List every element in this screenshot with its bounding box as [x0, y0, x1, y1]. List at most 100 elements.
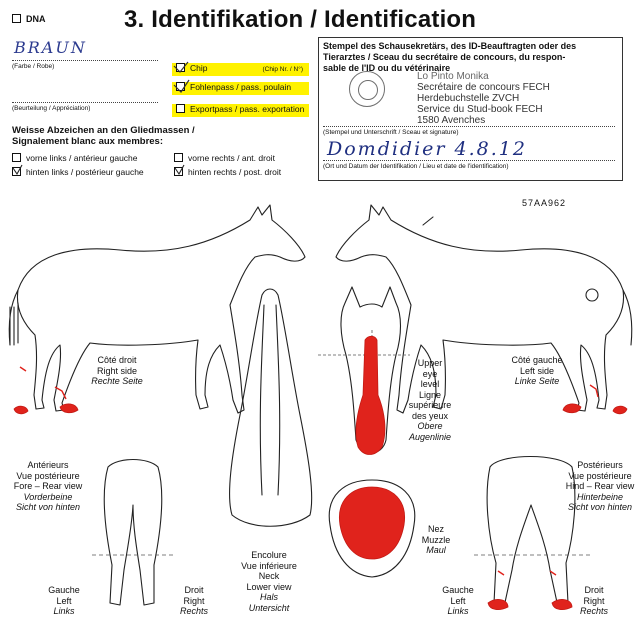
stamp-text: Lo Pinto Monika Secrétaire de concours F… [417, 71, 550, 126]
right-side-label-de: Rechte Seite [82, 376, 152, 387]
eye-level-en-2: eye [405, 369, 455, 380]
hind-left-label: Gauche Left Links [440, 585, 476, 617]
neck-label-en-1: Neck [232, 571, 306, 582]
hind-left-en: Left [440, 596, 476, 607]
front-right-checkbox[interactable] [174, 153, 183, 162]
right-side-label: Côté droit Right side Rechte Seite [82, 355, 152, 387]
export-passport-checkbox[interactable] [176, 104, 185, 113]
export-passport-row[interactable]: Exportpass / pass. exportation [172, 104, 309, 117]
right-side-label-en: Right side [82, 366, 152, 377]
eye-level-fr-1: Ligne [405, 390, 455, 401]
neck-label-de-1: Hals [232, 592, 306, 603]
fore-left-fr: Gauche [46, 585, 82, 596]
hind-view-de-1: Hinterbeine [560, 492, 640, 503]
muzzle-view [329, 480, 415, 577]
stamp-heading-line-2: Tierarztes / Sceau du secrétaire de conc… [323, 52, 576, 63]
eye-level-fr-2: supérieure [405, 400, 455, 411]
hind-left-fr: Gauche [440, 585, 476, 596]
foal-passport-label: Fohlenpass / pass. poulain [190, 82, 291, 92]
place-date-line[interactable] [323, 160, 615, 161]
left-side-label-de: Linke Seite [502, 376, 572, 387]
dna-option[interactable]: DNA [12, 14, 46, 24]
stamp-line-2: Herdebuchstelle ZVCH [417, 93, 550, 104]
hind-view-fr-2: Vue postérieure [560, 471, 640, 482]
fore-right-en: Right [176, 596, 212, 607]
stamp-heading-line-1: Stempel des Schausekretärs, des ID-Beauf… [323, 41, 576, 52]
neck-lower-view [230, 289, 312, 526]
hind-right-de: Rechts [576, 606, 612, 617]
left-side-label-en: Left side [502, 366, 572, 377]
stamp-line-1: Secrétaire de concours FECH [417, 82, 550, 93]
front-left-checkbox[interactable] [12, 153, 21, 162]
left-side-label: Côté gauche Left side Linke Seite [502, 355, 572, 387]
limb-check-marks [11, 164, 186, 178]
hind-left-de: Links [440, 606, 476, 617]
fore-left-en: Left [46, 596, 82, 607]
limb-option-front-left[interactable]: vorne links / antérieur gauche [12, 153, 138, 163]
chip-row[interactable]: Chip (Chip Nr. / N°) [172, 63, 309, 76]
fore-left-de: Links [46, 606, 82, 617]
place-date-caption: (Ort und Datum der Identifikation / Lieu… [323, 163, 509, 170]
color-caption: (Farbe / Robe) [12, 63, 54, 70]
fore-view-label: Antérieurs Vue postérieure Fore – Rear v… [8, 460, 88, 513]
neck-label: Encolure Vue inférieure Neck Lower view … [232, 550, 306, 613]
limb-option-front-right[interactable]: vorne rechts / ant. droit [174, 153, 275, 163]
assessment-field[interactable] [12, 92, 158, 103]
signature-caption: (Stempel und Unterschrift / Sceau et sig… [323, 129, 458, 136]
stamp-box-heading: Stempel des Schausekretärs, des ID-Beauf… [323, 41, 576, 74]
fore-view-fr-1: Antérieurs [8, 460, 88, 471]
eye-level-label: Upper eye level Ligne supérieure des yeu… [405, 358, 455, 442]
muzzle-label-de: Maul [416, 545, 456, 556]
fore-view-en: Fore – Rear view [8, 481, 88, 492]
hind-right-fr: Droit [576, 585, 612, 596]
hind-view-de-2: Sicht von hinten [560, 502, 640, 513]
eye-level-fr-3: des yeux [405, 411, 455, 422]
limb-label: vorne links / antérieur gauche [26, 153, 138, 163]
stamp-line-4: 1580 Avenches [417, 115, 550, 126]
fore-view-de-2: Sicht von hinten [8, 502, 88, 513]
neck-label-en-2: Lower view [232, 582, 306, 593]
neck-label-fr-2: Vue inférieure [232, 561, 306, 572]
signature-line[interactable] [323, 126, 615, 127]
limb-option-hind-right[interactable]: hinten rechts / post. droit [174, 167, 281, 177]
left-side-horse [336, 205, 632, 414]
limb-label: hinten rechts / post. droit [188, 167, 281, 177]
neck-label-fr-1: Encolure [232, 550, 306, 561]
hind-view-en: Hind – Rear view [560, 481, 640, 492]
white-markings-heading: Weisse Abzeichen an den Gliedmassen / Si… [12, 125, 195, 147]
white-markings-heading-line-2: Signalement blanc aux membres: [12, 136, 195, 147]
right-side-label-fr: Côté droit [82, 355, 152, 366]
left-side-label-fr: Côté gauche [502, 355, 572, 366]
forelegs-rear-view [92, 460, 175, 606]
head-front-view [318, 287, 410, 455]
round-stamp-seal [349, 71, 385, 107]
hind-right-en: Right [576, 596, 612, 607]
muzzle-label-fr: Nez [416, 524, 456, 535]
fore-right-label: Droit Right Rechts [176, 585, 212, 617]
chip-label: Chip [190, 63, 207, 73]
dna-checkbox[interactable] [12, 14, 21, 23]
eye-level-de-2: Augenlinie [405, 432, 455, 443]
export-passport-label: Exportpass / pass. exportation [190, 104, 304, 114]
eye-level-en-1: Upper [405, 358, 455, 369]
horse-markings-diagram [0, 195, 641, 617]
stamp-line-3: Service du Stud-book FECH [417, 104, 550, 115]
dna-label: DNA [26, 14, 46, 24]
assessment-caption: (Beurteilung / Appréciation) [12, 105, 90, 112]
hind-right-label: Droit Right Rechts [576, 585, 612, 617]
foal-passport-row[interactable]: Fohlenpass / pass. poulain [172, 82, 309, 95]
limb-label: vorne rechts / ant. droit [188, 153, 275, 163]
eye-level-en-3: level [405, 379, 455, 390]
stamp-name: Lo Pinto Monika [417, 71, 550, 82]
hind-view-fr-1: Postérieurs [560, 460, 640, 471]
eye-level-de-1: Obere [405, 421, 455, 432]
stamp-box: Stempel des Schausekretärs, des ID-Beauf… [318, 37, 623, 181]
fore-right-de: Rechts [176, 606, 212, 617]
color-value: BRAUN [14, 38, 87, 57]
fore-view-fr-2: Vue postérieure [8, 471, 88, 482]
hind-view-label: Postérieurs Vue postérieure Hind – Rear … [560, 460, 640, 513]
fore-view-de-1: Vorderbeine [8, 492, 88, 503]
fore-left-label: Gauche Left Links [46, 585, 82, 617]
color-field[interactable]: BRAUN [12, 42, 158, 61]
fore-right-fr: Droit [176, 585, 212, 596]
